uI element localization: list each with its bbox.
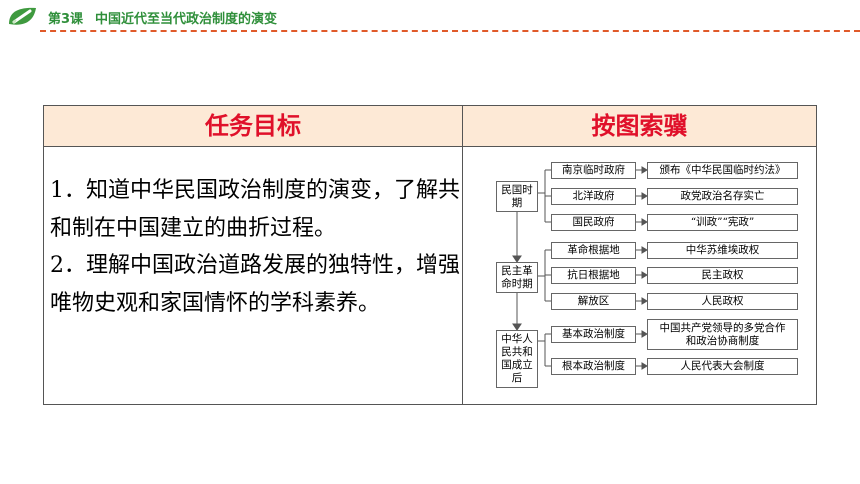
lesson-name: 中国近代至当代政治制度的演变 [95,12,278,27]
pencil-logo-icon [9,7,36,25]
header-task-goals: 任务目标 [205,112,301,140]
diagram-connectors [512,166,648,370]
task-goals-text: 1．知道中华民国政治制度的演变，了解共和制在中国建立的曲折过程。 2．理解中国政… [50,172,460,322]
table-header-row: 任务目标 按图索骥 [44,106,816,147]
left-box: 基本政治制度 [551,326,636,343]
goal-item-2: 2．理解中国政治道路发展的独特性，增强唯物史观和家国情怀的学科素养。 [50,253,460,316]
left-box: 解放区 [551,293,636,310]
right-box: 民主政权 [647,267,798,284]
lesson-title: 第3课中国近代至当代政治制度的演变 [48,8,277,27]
right-box: 人民政权 [647,293,798,310]
goal-item-1: 1．知道中华民国政治制度的演变，了解共和制在中国建立的曲折过程。 [50,178,460,241]
column-divider [462,106,463,404]
left-box: 根本政治制度 [551,358,636,375]
period-box-prc: 中华人民共和国成立后 [496,330,538,388]
right-box: 中国共产党领导的多党合作和政治协商制度 [647,319,798,350]
right-box: 颁布《中华民国临时约法》 [647,162,798,179]
left-box: 抗日根据地 [551,267,636,284]
right-box: 中华苏维埃政权 [647,242,798,259]
political-system-diagram: 民国时期 民主革命时期 中华人民共和国成立后 南京临时政府 北洋政府 国民政府 … [494,156,804,396]
left-box: 国民政府 [551,214,636,231]
left-box: 南京临时政府 [551,162,636,179]
right-box: 政党政治名存实亡 [647,188,798,205]
lesson-number: 第3课 [48,12,84,27]
period-box-democratic-revolution: 民主革命时期 [496,262,538,293]
left-box: 北洋政府 [551,188,636,205]
header-diagram: 按图索骥 [591,112,688,140]
header-divider [40,30,860,32]
period-box-republic: 民国时期 [496,181,538,212]
left-box: 革命根据地 [551,242,636,259]
right-box: “训政”“宪政” [647,214,798,231]
right-box: 人民代表大会制度 [647,358,798,375]
content-table: 任务目标 按图索骥 1．知道中华民国政治制度的演变，了解共和制在中国建立的曲折过… [43,105,817,405]
page-header: 第3课中国近代至当代政治制度的演变 [0,0,860,34]
